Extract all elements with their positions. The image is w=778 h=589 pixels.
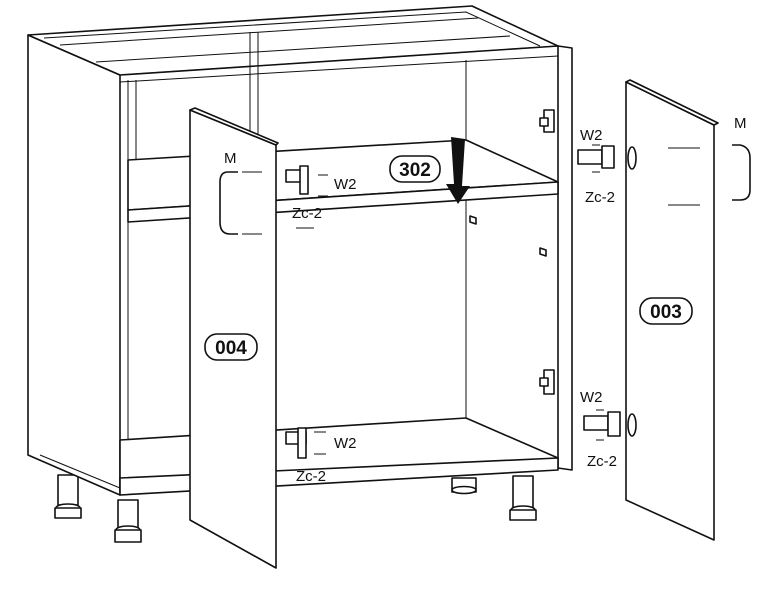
- leg-front-right: [509, 475, 537, 521]
- label-hinge-bottom-left: W2: [334, 435, 357, 452]
- leg-back: [451, 477, 477, 495]
- part-number-left-door: 004: [215, 338, 247, 359]
- label-handle-right: M: [734, 115, 747, 132]
- handle-right: [732, 144, 751, 201]
- part-badge-003: 003: [639, 297, 693, 325]
- handle-left: [219, 171, 238, 235]
- hinge-bottom-left: [285, 427, 326, 459]
- part-badge-302: 302: [389, 155, 441, 183]
- label-hinge-top-right-plate: Zc-2: [585, 189, 615, 206]
- hinge-top-right: [577, 144, 615, 173]
- cabinet-carcass: [27, 5, 573, 496]
- cabinet-legs: [54, 474, 537, 543]
- part-badge-004: 004: [204, 333, 258, 361]
- leg-front-left: [54, 474, 82, 519]
- top-rail-back: [27, 5, 559, 76]
- left-side-panel: [27, 34, 121, 496]
- hinge-top-left: [285, 165, 328, 229]
- hinge-plate-right-bottom: [539, 369, 555, 395]
- hinge-plate-right-top: [539, 109, 555, 133]
- insert-arrow: [446, 137, 470, 204]
- label-hinge-top-left-plate: Zc-2: [292, 205, 322, 222]
- leg-front-mid: [114, 499, 142, 543]
- shelf-pin: [469, 215, 477, 225]
- label-hinge-bottom-left-plate: Zc-2: [296, 468, 326, 485]
- part-number-right-door: 003: [650, 302, 682, 323]
- label-hinge-bottom-right-plate: Zc-2: [587, 453, 617, 470]
- label-hinge-top-left: W2: [334, 176, 357, 193]
- label-handle-left: M: [224, 150, 237, 167]
- label-hinge-bottom-right: W2: [580, 389, 603, 406]
- shelf-pin: [539, 247, 547, 257]
- label-hinge-top-right: W2: [580, 127, 603, 144]
- right-side-panel: [557, 45, 573, 471]
- part-number-shelf: 302: [399, 160, 431, 181]
- hinge-bottom-right: [583, 409, 621, 441]
